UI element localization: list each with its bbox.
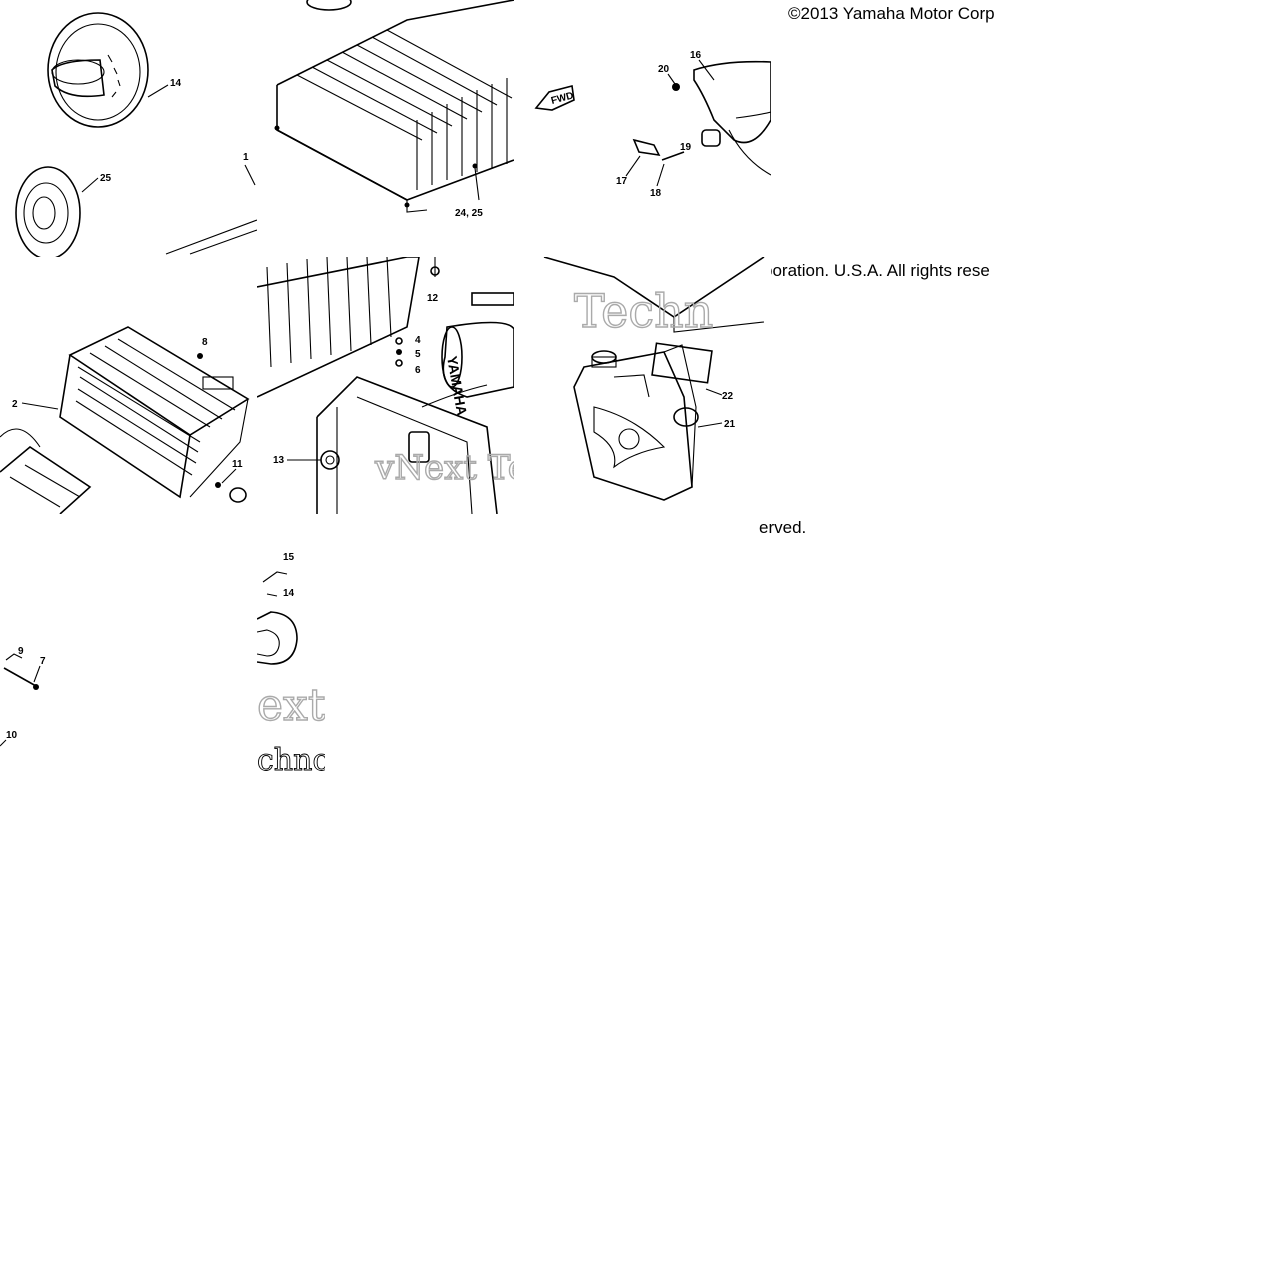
key-switch-drawing: FWD 16 20 19 17 18	[534, 50, 771, 199]
tank-frame-drawing: 13 YAMAHA 12 4 5 6 vNext Te	[257, 257, 514, 514]
callout-19: 19	[680, 142, 692, 153]
seat-drawing: 8 2 11	[0, 326, 250, 514]
diagram-tile-key-switch: FWD 16 20 19 17 18	[514, 0, 771, 257]
watermark-1: Techn	[574, 284, 713, 338]
callout-16: 16	[690, 50, 702, 61]
callout-18: 18	[650, 188, 662, 199]
copyright-line-3: erved.	[759, 518, 807, 537]
fwd-arrow-icon: FWD	[534, 84, 575, 111]
callout-17: 17	[616, 176, 628, 187]
diagram-tile-hose: 15 14 ext chno	[257, 514, 325, 771]
callout-13: 13	[273, 455, 285, 466]
callout-1: 1	[243, 152, 249, 163]
watermark-4: chno	[257, 743, 325, 771]
fuel-tank-drum: YAMAHA	[441, 321, 514, 417]
callout-5: 5	[415, 349, 421, 360]
callout-21: 21	[724, 419, 736, 430]
callout-9: 9	[18, 646, 24, 657]
callout-20: 20	[658, 64, 670, 75]
callout-10: 10	[6, 730, 18, 741]
callout-14b: 14	[283, 588, 295, 599]
copyright-line-1: ©2013 Yamaha Motor Corp	[788, 4, 995, 23]
callout-7: 7	[40, 656, 46, 667]
diagram-tile-tank-frame: 13 YAMAHA 12 4 5 6 vNext Te	[257, 257, 514, 514]
diagram-tile-seat: 8 2 11	[0, 257, 257, 514]
diagram-tile-pin: 9 7 10	[0, 514, 257, 771]
callout-24-25: 24, 25	[455, 208, 483, 219]
diagram-tile-hood: 24, 25	[257, 0, 514, 257]
callout-2: 2	[12, 399, 18, 410]
watermark-2: vNext Te	[374, 448, 514, 488]
hood-drawing: 24, 25	[274, 0, 514, 219]
copyright-line-2: poration. U.S.A. All rights rese	[763, 261, 990, 280]
callout-4: 4	[415, 335, 421, 346]
callout-11: 11	[232, 459, 243, 470]
callout-14a: 14	[170, 78, 182, 89]
callout-25: 25	[100, 173, 112, 184]
watermark-3: ext	[257, 680, 325, 731]
callout-8: 8	[202, 337, 208, 348]
callout-15: 15	[283, 552, 295, 563]
pin-drawing: 9 7 10	[0, 646, 46, 747]
diagram-tile-fuel-can: 22 21 Techn	[514, 257, 771, 514]
callout-6: 6	[415, 365, 421, 376]
fuel-can-drawing: 22 21 Techn	[543, 257, 765, 501]
intake-drawing: 14 25 1	[15, 12, 257, 257]
hose-drawing: 15 14 ext chno	[257, 552, 325, 771]
callout-22: 22	[722, 391, 734, 402]
callout-12: 12	[427, 293, 439, 304]
diagram-tile-intake: 14 25 1	[0, 0, 257, 257]
